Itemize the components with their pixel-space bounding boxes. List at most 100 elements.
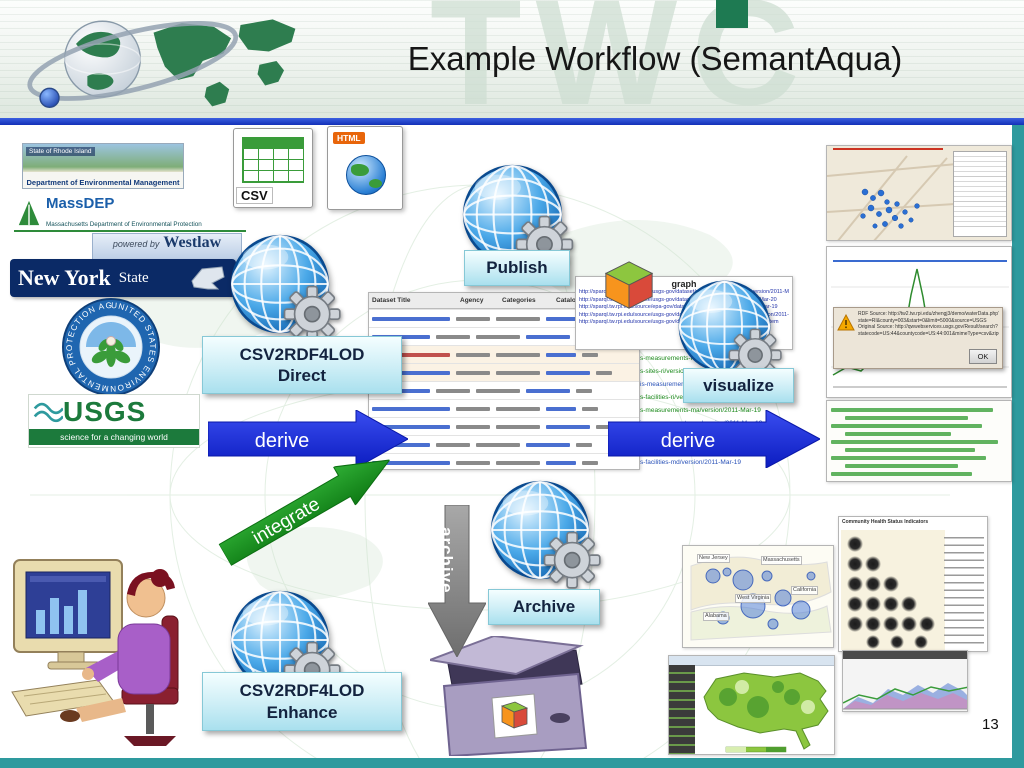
csv-label: CSV [236, 187, 273, 204]
list-item: Catalog [556, 297, 580, 304]
sparql-results-rows [826, 400, 1012, 482]
gear-icon [283, 285, 341, 343]
choropleth-toolbar [669, 656, 834, 666]
usgs-name: USGS [63, 396, 147, 427]
westlaw-logo: powered by Westlaw [92, 233, 242, 263]
state-bubbles-map-screenshot: New Jersey Massachusetts California West… [682, 545, 834, 648]
nys-state: State [118, 269, 149, 286]
list-item: s-facilities-md/version/2011-Mar-19 [640, 459, 742, 466]
chsi-title: Community Health Status Indicators [842, 519, 929, 525]
us-map-canvas [703, 672, 829, 753]
result-line [845, 416, 969, 420]
table-row [369, 399, 639, 417]
table-row [369, 345, 639, 363]
derive-arrow-right: derive [608, 410, 820, 468]
result-line [831, 472, 972, 476]
visualize-label: visualize [683, 368, 794, 403]
us-choropleth-screenshot [668, 655, 835, 755]
list-item: RDF Source: http://tw2.tw.rpi.edu/zhengj… [858, 311, 999, 317]
dialog-text: RDF Source: http://tw2.tw.rpi.edu/zhengj… [858, 311, 999, 337]
epa-seal: UNITED STATES ENVIRONMENTAL PROTECTION A… [56, 297, 160, 396]
derive-arrow-right-label: derive [661, 430, 715, 452]
slide-title: Example Workflow (SemantAqua) [407, 40, 903, 77]
list-item: s-measurements-ma/version/2011-Mar-19 [640, 407, 761, 414]
right-border-bar [1012, 125, 1024, 768]
publish-label: Publish [464, 250, 570, 286]
massdep-name: MassDEP [46, 195, 115, 212]
csv2rdf4lod-enhance-label: CSV2RDF4LOD Enhance [202, 672, 402, 731]
state-label: Massachusetts [761, 556, 802, 565]
direct-label-line2: Direct [277, 366, 327, 385]
list-item: http://sparql.tw.rpi.edu/source/usgs-gov… [579, 319, 779, 325]
warning-icon [837, 314, 855, 331]
archive-arrow-label: archive [437, 526, 456, 594]
table-row [369, 381, 639, 399]
nys-name: New York [18, 265, 111, 290]
visualize-service-globe-icon [676, 278, 782, 382]
page-number: 13 [982, 716, 999, 733]
table-row [369, 363, 639, 381]
nys-map-silhouette [191, 266, 225, 290]
usgs-tagline: science for a changing world [29, 429, 199, 445]
publish-label-text: Publish [486, 258, 548, 278]
water-quality-chart-screenshot: RDF Source: http://tw2.tw.rpi.edu/zhengj… [826, 246, 1012, 398]
state-label: California [791, 586, 819, 595]
ok-button: OK [969, 349, 997, 364]
result-line [845, 464, 958, 468]
water-sites-map-screenshot [826, 145, 1012, 241]
archive-label-text: Archive [512, 597, 576, 617]
map-legend-panel [953, 151, 1007, 237]
html-label: HTML [333, 132, 365, 144]
rdf-cube-icon [604, 261, 654, 309]
choropleth-sidebar [669, 665, 695, 754]
visualize-label-text: visualize [703, 375, 774, 395]
direct-label-line1: CSV2RDF4LOD [239, 344, 365, 364]
usgs-wave-icon [33, 402, 63, 423]
list-item: Categories [502, 297, 536, 304]
globe-icon [346, 155, 386, 195]
derive-arrow-left-label: derive [255, 430, 309, 452]
usgs-logo: USGS science for a changing world [28, 394, 200, 448]
analyst-at-computer-clipart [11, 559, 179, 746]
archive-service-globe-icon [488, 478, 601, 589]
result-line [831, 456, 986, 460]
westlaw-poweredby: powered by [112, 239, 160, 249]
archive-label: Archive [488, 589, 600, 625]
map-url-note [833, 148, 943, 150]
massdep-tagline: Massachusetts Department of Environmenta… [46, 221, 202, 228]
massdep-leaf-icon [18, 200, 40, 226]
map-canvas [827, 155, 958, 240]
enhance-label-line1: CSV2RDF4LOD [239, 681, 365, 701]
header-divider-line [0, 118, 1024, 125]
list-item: http://sparql.tw.rpi.edu/source/epa-gov/… [579, 304, 778, 310]
state-label: New Jersey [697, 554, 730, 563]
html-file-icon: HTML [327, 126, 403, 210]
ri-dem-logo: State of Rhode Island Department of Envi… [22, 143, 184, 189]
result-line [845, 448, 976, 452]
state-label: West Virginia [735, 594, 772, 603]
spreadsheet-grid-icon [242, 137, 304, 183]
result-line [831, 408, 993, 412]
list-item: state=RI&county=003&start=0&limit=5000&s… [858, 317, 987, 324]
direct-service-globe-icon [228, 232, 341, 343]
scatterplot-matrix-screenshot: Community Health Status Indicators [838, 516, 988, 652]
mini-chart-titlebar [843, 651, 967, 659]
bottom-border-bar [0, 758, 1024, 768]
rdf-source-alert-dialog: RDF Source: http://tw2.tw.rpi.edu/zhengj… [833, 307, 1003, 369]
mini-chart-canvas [843, 683, 967, 710]
result-line [845, 432, 951, 436]
result-line [831, 440, 999, 444]
list-item: Agency [460, 297, 484, 304]
new-york-state-logo: New York State [10, 259, 236, 297]
massdep-logo: MassDEP Massachusetts Department of Envi… [14, 196, 246, 232]
result-line [831, 424, 983, 428]
twc-globe-orbit-logo [27, 19, 296, 108]
graph-title: graph [671, 279, 697, 289]
derive-arrow-left: derive [208, 410, 408, 468]
list-item: statecode=US:44&countycode=US:44:001&mim… [858, 330, 999, 337]
list-item: s-sites-ri/version/2011-Mar-20 [640, 365, 810, 378]
table-row [369, 417, 639, 435]
header-green-block [716, 0, 748, 28]
chsi-legend-text [944, 531, 984, 647]
